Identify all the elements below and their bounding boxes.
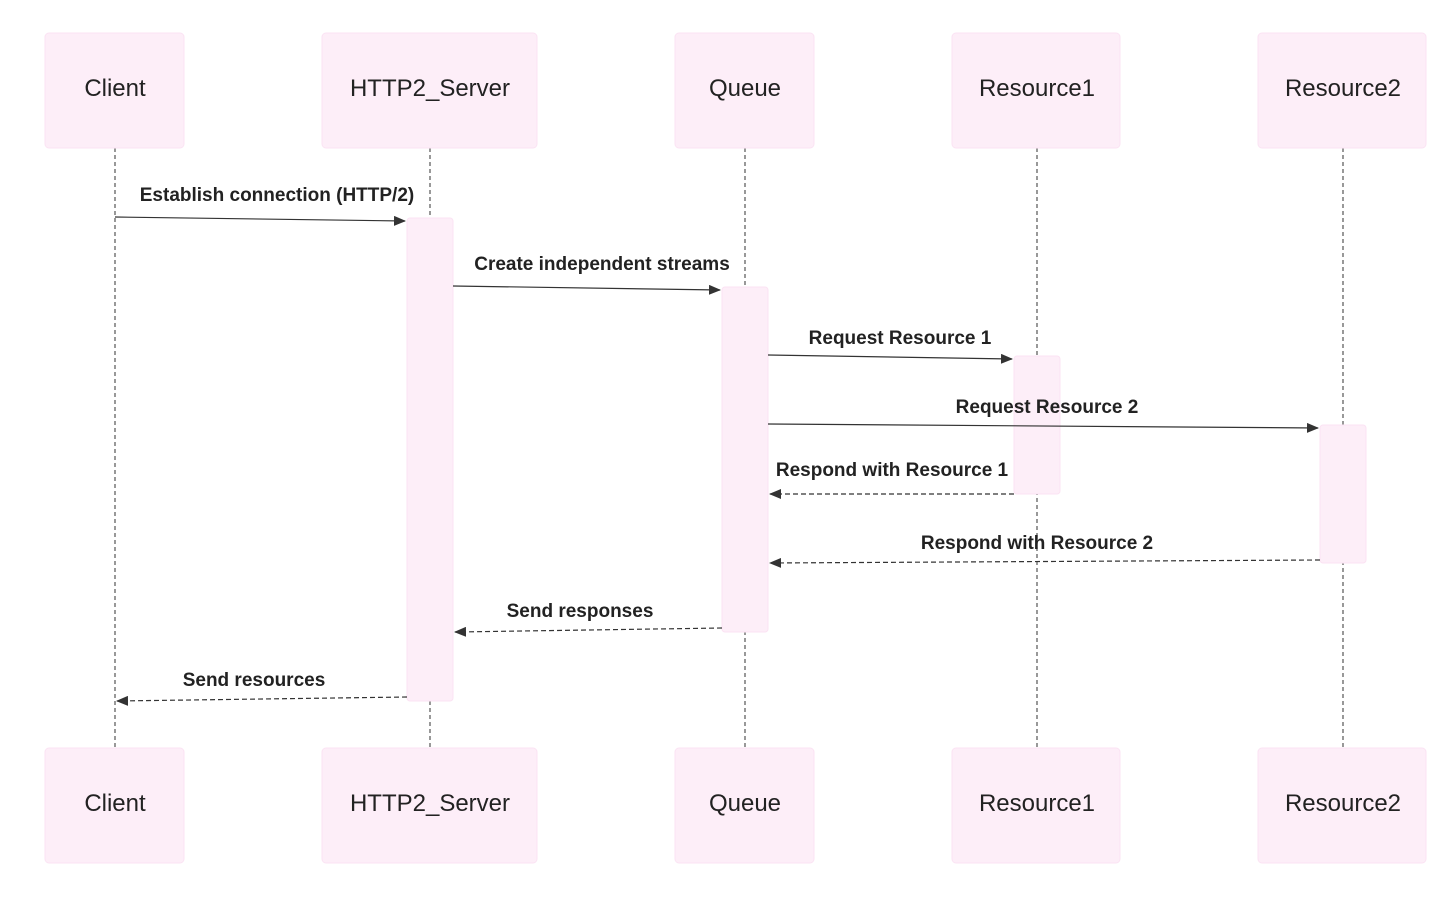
message-respond-resource-2: Respond with Resource 2 [769, 533, 1321, 568]
actor-label: Client [84, 790, 146, 817]
actor-queue-top: Queue [674, 32, 815, 149]
actor-label: HTTP2_Server [350, 790, 510, 817]
message-respond-resource-1: Respond with Resource 1 [769, 460, 1014, 499]
actor-label: Client [84, 75, 146, 102]
message-label: Send responses [507, 601, 654, 622]
message-label: Send resources [183, 670, 326, 691]
actor-label: Resource2 [1285, 790, 1401, 817]
actor-label: Resource1 [979, 790, 1095, 817]
activation-resource2 [1319, 424, 1367, 564]
message-send-responses: Send responses [454, 601, 723, 637]
message-send-resources: Send resources [116, 670, 408, 706]
actor-resource2-top: Resource2 [1257, 32, 1427, 149]
actor-label: Queue [709, 790, 781, 817]
actor-resource1-bottom: Resource1 [951, 747, 1121, 864]
message-label: Create independent streams [474, 254, 730, 275]
message-label: Respond with Resource 1 [776, 460, 1009, 481]
actor-label: Resource2 [1285, 75, 1401, 102]
activation-server [406, 217, 454, 702]
message-create-streams: Create independent streams [452, 254, 730, 295]
activation-resource1 [1013, 355, 1061, 495]
message-label: Respond with Resource 2 [921, 533, 1153, 554]
actor-label: Resource1 [979, 75, 1095, 102]
message-label: Establish connection (HTTP/2) [140, 185, 414, 206]
message-request-resource-1: Request Resource 1 [767, 328, 1013, 364]
actor-resource1-top: Resource1 [951, 32, 1121, 149]
actor-resource2-bottom: Resource2 [1257, 747, 1427, 864]
message-label: Request Resource 2 [956, 397, 1139, 418]
actor-client-bottom: Client [44, 747, 185, 864]
actor-label: Queue [709, 75, 781, 102]
activation-queue [721, 286, 769, 633]
message-establish-connection: Establish connection (HTTP/2) [114, 185, 414, 226]
actor-client-top: Client [44, 32, 185, 149]
actor-server-bottom: HTTP2_Server [321, 747, 538, 864]
message-request-resource-2: Request Resource 2 [767, 397, 1319, 433]
actor-label: HTTP2_Server [350, 75, 510, 102]
actor-server-top: HTTP2_Server [321, 32, 538, 149]
actor-queue-bottom: Queue [674, 747, 815, 864]
message-label: Request Resource 1 [809, 328, 992, 349]
